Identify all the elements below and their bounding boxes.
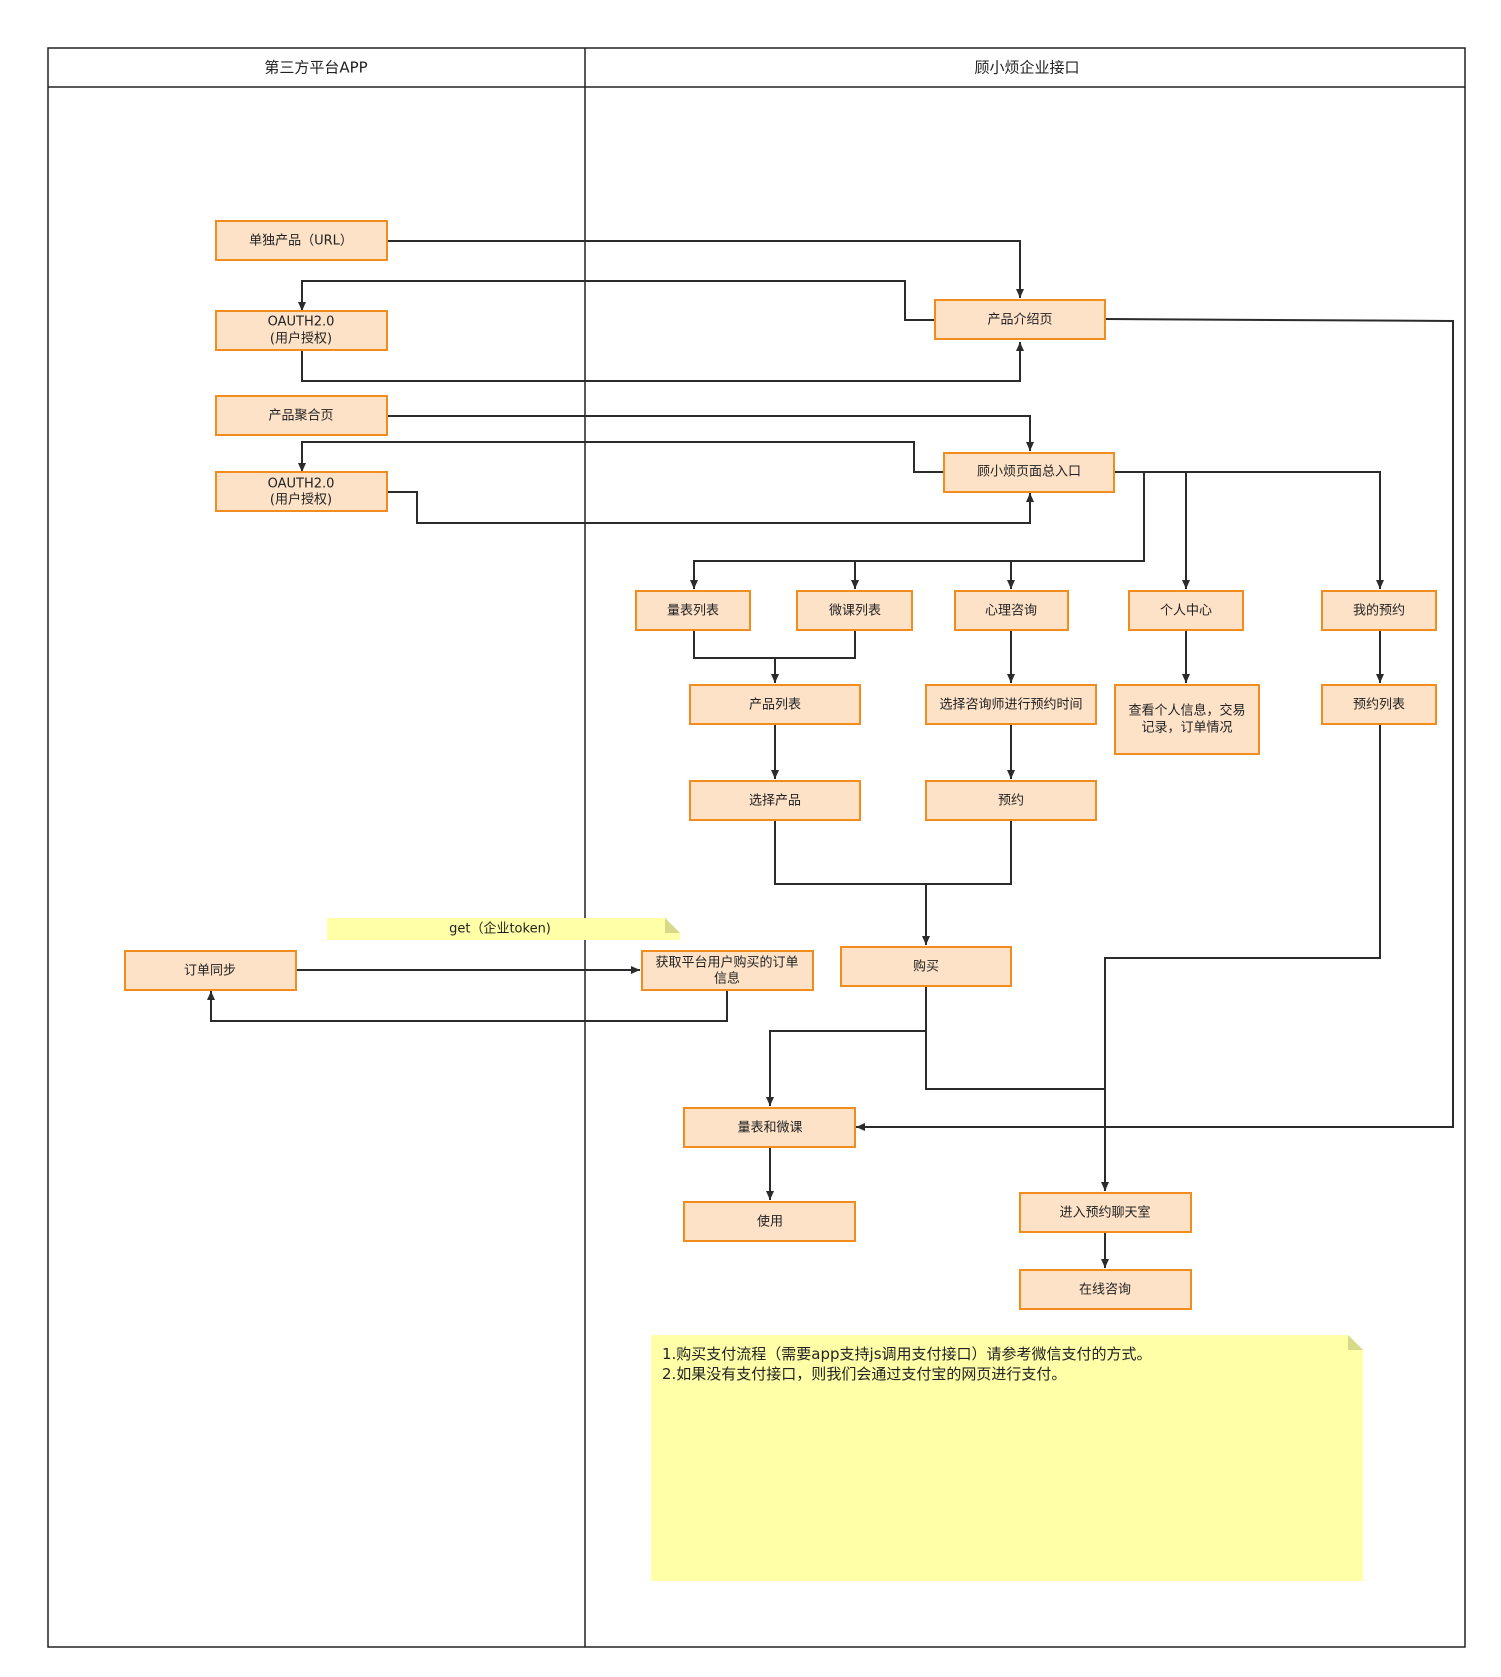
node-view-info-label-line2: 记录，订单情况 [1141,721,1232,736]
node-counseling: 心理咨询 [954,590,1069,631]
node-scale-and-course-label: 量表和微课 [737,1121,802,1136]
node-product-intro-label: 产品介绍页 [987,313,1052,328]
node-purchase-label: 购买 [913,959,939,975]
edge-appointment-list-to-chatroom [1101,724,1381,1191]
edge-scale-list-to-product-list [693,630,856,683]
edge-entry-to-my-appointments [1103,471,1384,589]
node-main-entry-label: 顾小烦页面总入口 [977,465,1081,480]
edge-oauth2-to-entry [388,491,1034,524]
edge-entry-to-scale-list [690,472,1145,589]
node-oauth-1-label-line2: (用户授权) [270,331,332,347]
node-choose-counselor: 选择咨询师进行预约时间 [925,684,1097,725]
swimlane-container: 第三方平台APP 顾小烦企业接口 [47,47,1466,1648]
node-enter-chatroom-label: 进入预约聊天室 [1059,1205,1150,1221]
node-scale-list-label: 量表列表 [667,604,719,619]
node-order-sync: 订单同步 [124,950,297,991]
payment-note-line2: 2.如果没有支付接口，则我们会通过支付宝的网页进行支付。 [662,1365,1066,1383]
node-oauth-2-label-line1: OAUTH2.0 [268,477,335,492]
node-get-orders-label-line2: 信息 [714,971,740,987]
node-get-orders: 获取平台用户购买的订单 信息 [641,950,814,991]
node-microcourse-list: 微课列表 [796,590,913,631]
node-oauth-1: OAUTH2.0 (用户授权) [215,310,388,351]
node-appointment-label: 预约 [998,794,1024,809]
node-choose-product: 选择产品 [689,780,861,821]
node-product-list-label: 产品列表 [749,698,801,713]
connectors [207,240,1454,1268]
node-scale-and-course: 量表和微课 [683,1107,856,1148]
edge-purchase-to-chatroom [925,1031,1105,1090]
node-microcourse-list-label: 微课列表 [829,604,881,619]
payment-note: 1.购买支付流程（需要app支持js调用支付接口）请参考微信支付的方式。 2.如… [651,1335,1363,1581]
node-product-intro: 产品介绍页 [934,299,1106,340]
node-choose-product-label: 选择产品 [749,794,801,809]
node-purchase: 购买 [840,946,1012,987]
node-appointment: 预约 [925,780,1097,821]
node-online-consult-label: 在线咨询 [1079,1283,1131,1298]
node-single-product-label: 单独产品（URL） [249,234,353,249]
node-use-label: 使用 [757,1214,783,1230]
node-single-product: 单独产品（URL） [215,220,388,261]
token-note-text: get（企业token) [449,921,551,937]
node-oauth-2-label-line2: (用户授权) [270,492,332,508]
edge-merge-to-purchase [774,820,1012,945]
payment-note-line1: 1.购买支付流程（需要app支持js调用支付接口）请参考微信支付的方式。 [662,1345,1152,1363]
node-appointment-list-label: 预约列表 [1353,698,1405,713]
node-get-orders-label-line1: 获取平台用户购买的订单 [655,955,798,971]
lane-title-enterprise-api: 顾小烦企业接口 [974,59,1079,77]
node-oauth-2: OAUTH2.0 (用户授权) [215,471,388,512]
edge-intro-to-oauth1 [298,280,935,321]
node-appointment-list: 预约列表 [1321,684,1437,725]
edge-oauth1-to-intro [301,342,1024,382]
node-order-sync-label: 订单同步 [184,964,236,979]
node-use: 使用 [683,1201,856,1242]
node-counseling-label: 心理咨询 [985,604,1037,619]
node-scale-list: 量表列表 [635,590,751,631]
node-view-info: 查看个人信息，交易 记录，订单情况 [1114,684,1260,755]
node-choose-counselor-label: 选择咨询师进行预约时间 [939,698,1082,713]
edge-aggregate-to-entry [388,415,1034,451]
edge-entry-to-oauth2 [298,441,944,473]
node-product-aggregate-label: 产品聚合页 [268,409,333,424]
node-main-entry: 顾小烦页面总入口 [943,452,1115,493]
node-view-info-label-line1: 查看个人信息，交易 [1128,703,1245,719]
node-product-aggregate: 产品聚合页 [215,395,388,436]
edge-purchase-to-scale-and-course [766,986,927,1106]
node-product-list: 产品列表 [689,684,861,725]
node-enter-chatroom: 进入预约聊天室 [1019,1192,1192,1233]
edge-get-orders-to-order-sync [207,990,728,1022]
node-my-appointments: 我的预约 [1321,590,1437,631]
lane-title-third-party-app: 第三方平台APP [264,59,367,77]
node-personal-center: 个人中心 [1128,590,1244,631]
token-note: get（企业token) [327,918,680,940]
node-oauth-1-label-line1: OAUTH2.0 [268,315,335,330]
node-personal-center-label: 个人中心 [1160,604,1212,619]
node-my-appointments-label: 我的预约 [1353,603,1405,619]
node-online-consult: 在线咨询 [1019,1269,1192,1310]
edge-intro-to-scale-and-course [856,318,1454,1131]
edge-single-product-to-intro [388,240,1024,298]
